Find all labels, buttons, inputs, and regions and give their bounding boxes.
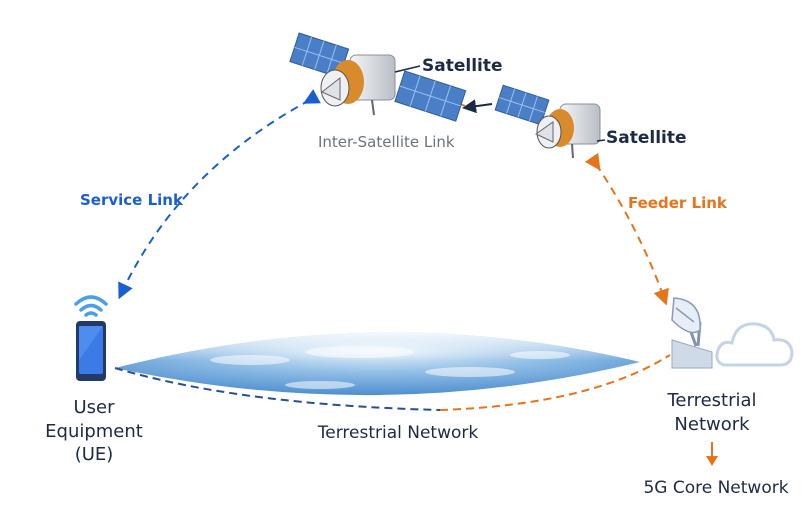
satellite-dish-icon — [671, 297, 713, 369]
down-arrow-icon — [706, 442, 718, 466]
ue-label-line2: Equipment — [45, 421, 143, 442]
ue-label-line1: User — [73, 397, 115, 418]
satellite-label-1: Satellite — [422, 56, 503, 76]
satellite-icon — [494, 84, 601, 159]
wifi-icon — [74, 295, 108, 317]
cloud-icon — [715, 322, 794, 367]
service-link-label: Service Link — [80, 191, 184, 209]
gateway-label-line1: Terrestrial — [666, 390, 756, 411]
inter-satellite-link-line — [462, 99, 493, 114]
core-network-label: 5G Core Network — [643, 478, 788, 498]
earth-icon — [115, 332, 640, 396]
feeder-link-label: Feeder Link — [628, 194, 728, 212]
satellite-label-2: Satellite — [606, 128, 687, 148]
terrestrial-network-label: Terrestrial Network — [317, 423, 479, 443]
smartphone-icon — [76, 321, 106, 381]
terrestrial-link-gateway-side — [439, 354, 671, 411]
gateway-label-line2: Network — [674, 414, 750, 435]
feeder-link-line — [584, 152, 669, 306]
satellite-icon — [289, 32, 467, 122]
ue-label-line3: (UE) — [75, 444, 114, 465]
terrestrial-link-ue-side — [114, 367, 441, 411]
service-link-line — [118, 89, 321, 300]
inter-satellite-link-label: Inter-Satellite Link — [318, 133, 455, 151]
ue-label: User Equipment (UE) — [45, 397, 143, 465]
